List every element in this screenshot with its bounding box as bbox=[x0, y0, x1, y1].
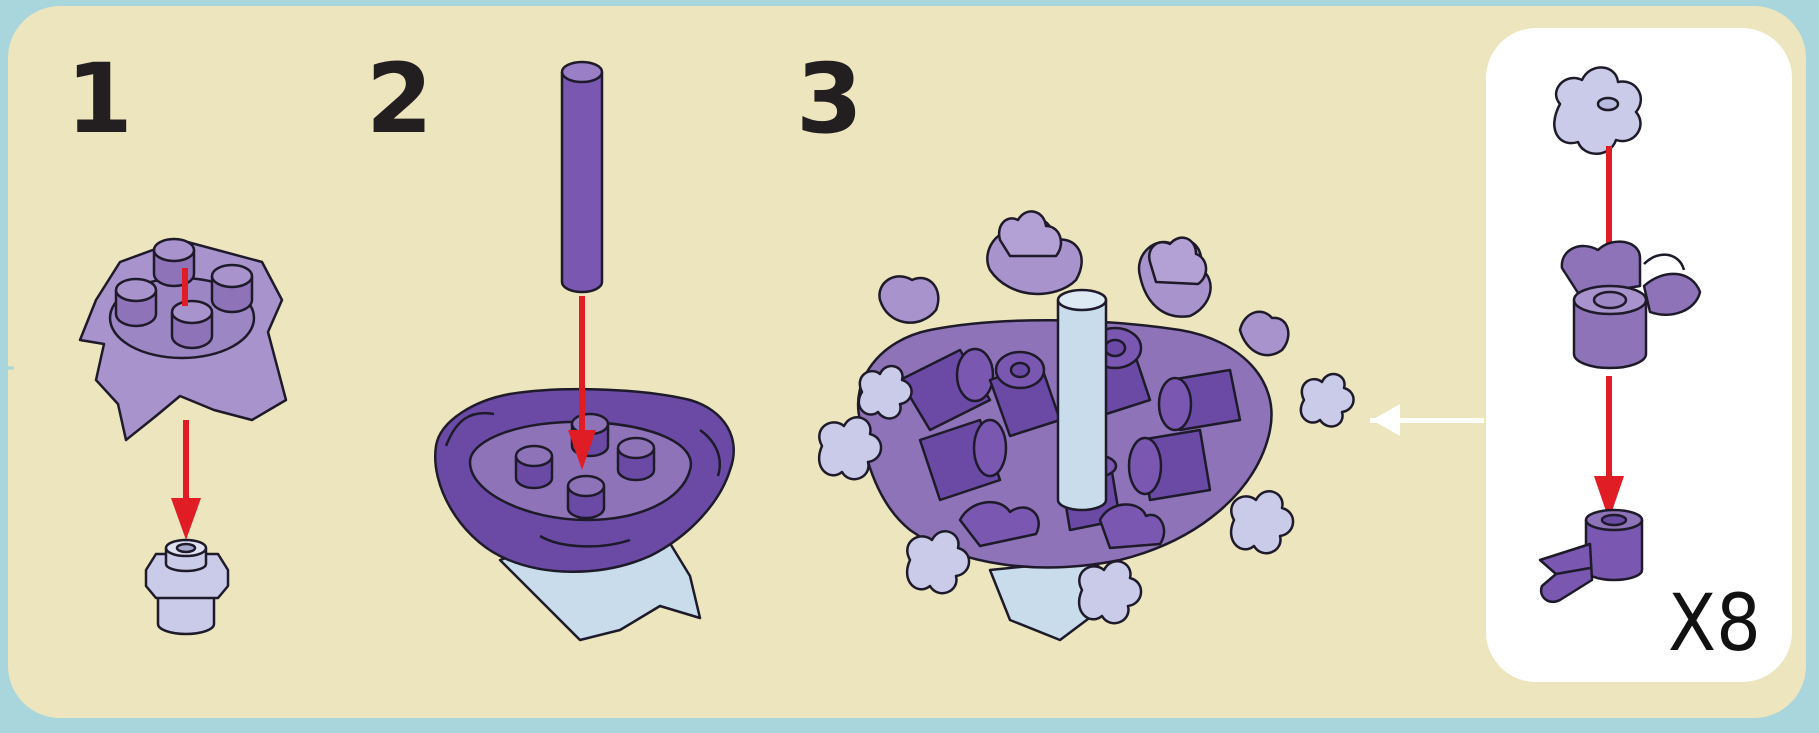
multiplier-label: X8 bbox=[1668, 579, 1761, 669]
step-3-number: 3 bbox=[796, 43, 863, 155]
center-rod-part bbox=[1058, 290, 1106, 510]
purple-rod-part bbox=[562, 62, 602, 292]
step-1-number: 1 bbox=[66, 43, 133, 155]
subassembly-inset: X8 bbox=[1486, 28, 1792, 682]
step-2-number: 2 bbox=[366, 43, 433, 155]
